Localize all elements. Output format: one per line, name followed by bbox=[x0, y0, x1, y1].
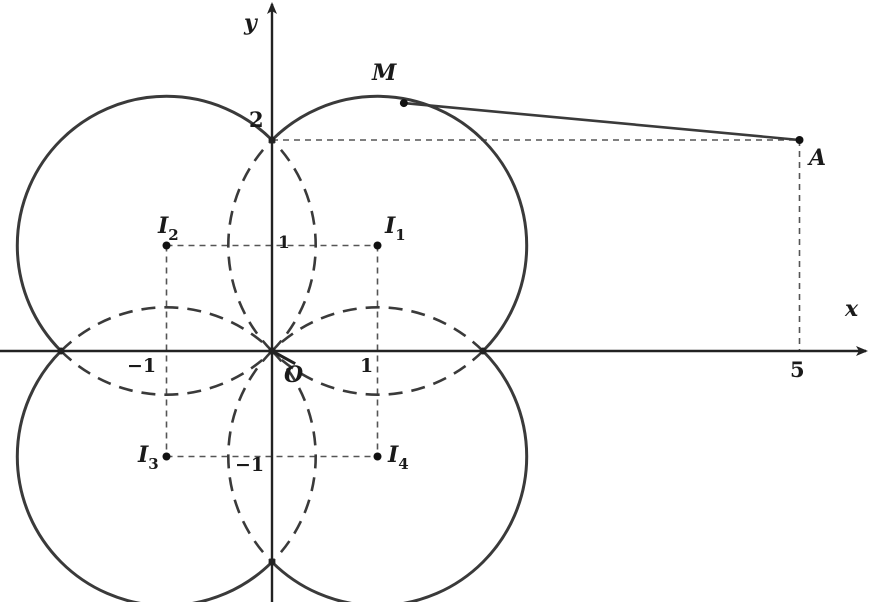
svg-text:I3: I3 bbox=[137, 442, 159, 473]
segment-ma bbox=[403, 101, 800, 142]
tick-label-y-1: 1 bbox=[278, 233, 290, 253]
x-axis-label: x bbox=[844, 296, 859, 322]
circle-outer-arc bbox=[270, 94, 529, 353]
guide-lines bbox=[165, 139, 801, 458]
points bbox=[57, 99, 804, 566]
point-a bbox=[795, 136, 804, 144]
point-label-m: M bbox=[371, 60, 397, 86]
y-axis-label: y bbox=[243, 10, 259, 36]
circle-inner-arc bbox=[271, 139, 317, 352]
svg-text:1: 1 bbox=[278, 233, 290, 253]
circles bbox=[15, 94, 529, 602]
intersection-point bbox=[479, 347, 487, 355]
point-m bbox=[399, 99, 408, 108]
center-label-i4: I4 bbox=[387, 442, 409, 473]
origin-label: O bbox=[284, 362, 303, 388]
tick-label-x-1: 1 bbox=[360, 355, 373, 377]
svg-text:I4: I4 bbox=[387, 442, 409, 473]
center-point-i4 bbox=[373, 452, 382, 461]
center-point-i1 bbox=[373, 241, 382, 250]
tick-label-x-5: 5 bbox=[790, 357, 805, 382]
center-label-i3: I3 bbox=[137, 442, 159, 473]
circle-inner-arc bbox=[60, 306, 273, 352]
circle-inner-arc bbox=[271, 306, 484, 352]
center-point-i3 bbox=[162, 452, 171, 461]
circle-inner-arc bbox=[227, 139, 273, 352]
point-label-a: A bbox=[807, 145, 826, 171]
circle-outer-arc bbox=[15, 349, 274, 602]
intersection-point bbox=[268, 558, 276, 566]
center-label-i1: I1 bbox=[384, 213, 406, 244]
svg-text:I2: I2 bbox=[157, 213, 179, 244]
intersection-point bbox=[57, 347, 65, 355]
circle-outer-arc bbox=[270, 349, 529, 602]
tick-label-x-minus1: −1 bbox=[127, 355, 156, 377]
center-point-i2 bbox=[162, 241, 171, 250]
origin-tick bbox=[271, 349, 296, 365]
circle-outer-arc bbox=[15, 94, 274, 353]
svg-text:I1: I1 bbox=[384, 213, 406, 244]
tick-label-y-2: 2 bbox=[249, 107, 264, 132]
svg-text:2: 2 bbox=[249, 107, 264, 132]
tick-label-y-minus1: −1 bbox=[235, 454, 264, 476]
circle-inner-arc bbox=[271, 350, 317, 563]
svg-text:5: 5 bbox=[790, 357, 805, 382]
circle-inner-arc bbox=[227, 350, 273, 563]
intersection-point bbox=[268, 136, 276, 144]
circle-inner-arc bbox=[60, 350, 273, 396]
svg-text:−1: −1 bbox=[235, 454, 264, 476]
svg-text:1: 1 bbox=[360, 355, 373, 377]
circle-inner-arc bbox=[271, 350, 484, 396]
center-label-i2: I2 bbox=[157, 213, 179, 244]
svg-text:−1: −1 bbox=[127, 355, 156, 377]
